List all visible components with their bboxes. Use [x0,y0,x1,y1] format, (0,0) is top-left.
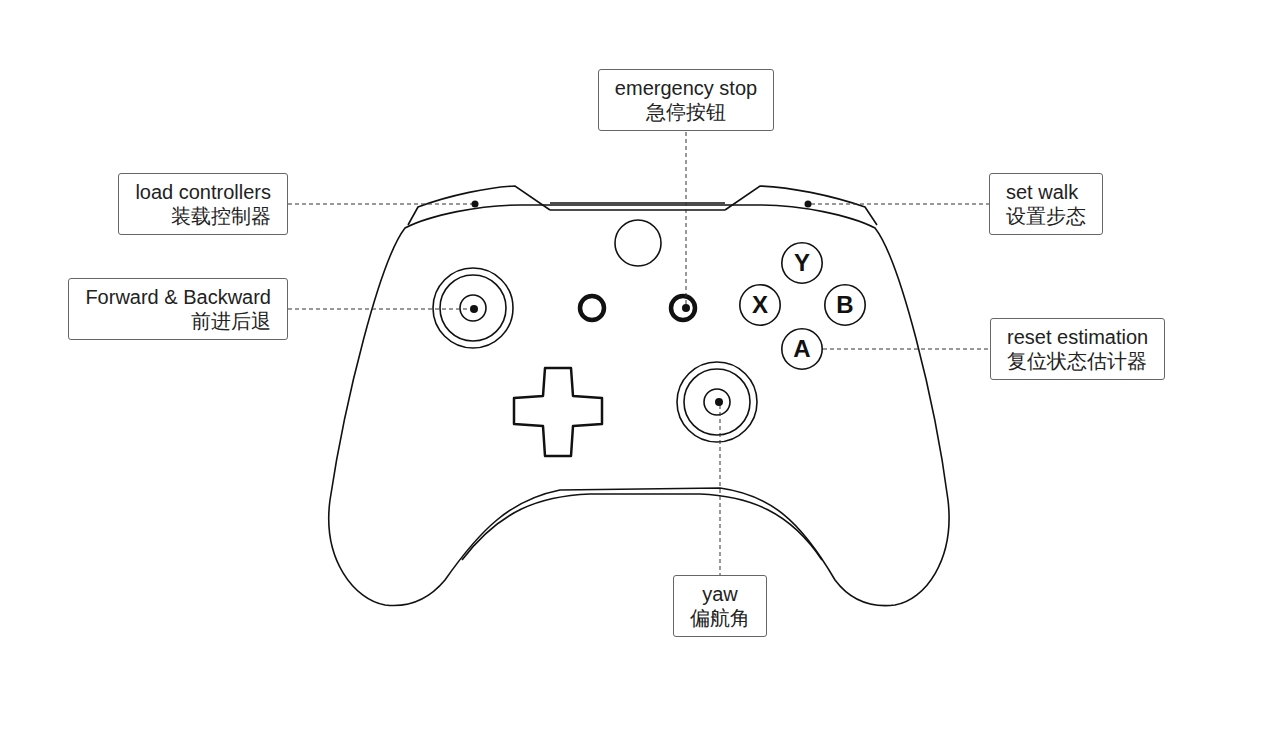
controller-body [329,205,949,606]
button-circle [740,285,780,325]
top-band [550,203,725,210]
label-english: Forward & Backward [85,285,271,309]
label-english: reset estimation [1007,325,1148,349]
leader-line [823,349,990,350]
leader-line [720,405,721,575]
right-stick-cap [704,389,730,415]
anchor-dot [715,398,723,406]
label-chinese: 装载控制器 [135,204,271,228]
face-button: B [824,284,866,326]
view-button [580,296,604,320]
button-letter: X [739,284,781,326]
right-stick-inner [684,369,750,435]
button-letter: A [781,328,823,370]
label-chinese: 前进后退 [85,309,271,333]
leader-line [811,204,989,205]
anchor-dot [805,201,812,208]
left-bumper [408,186,550,225]
label-english: yaw [690,582,750,606]
face-button: A [781,328,823,370]
callout-box: load controllers装载控制器 [118,173,288,235]
leader-line [686,132,687,304]
left-stick-cap [460,295,486,321]
grip-inner-curve [462,494,822,560]
button-circle [782,329,822,369]
callout-box: set walk设置步态 [989,173,1103,235]
label-english: load controllers [135,180,271,204]
label-english: emergency stop [615,76,757,100]
home-button [615,220,661,266]
button-letter: B [824,284,866,326]
left-stick-inner [440,275,506,341]
callout-box: yaw偏航角 [673,575,767,637]
button-letter: Y [781,242,823,284]
button-circle [782,243,822,283]
leader-line [288,309,470,310]
right-bumper [725,186,877,225]
anchor-dot [470,305,478,313]
button-circle [825,285,865,325]
label-chinese: 急停按钮 [615,100,757,124]
callout-box: emergency stop急停按钮 [598,69,774,131]
callout-box: Forward & Backward前进后退 [68,278,288,340]
label-chinese: 复位状态估计器 [1007,349,1148,373]
callout-box: reset estimation复位状态估计器 [990,318,1165,380]
label-chinese: 偏航角 [690,606,750,630]
anchor-dot [472,201,479,208]
left-stick-outer [433,268,513,348]
anchor-dot [682,304,690,312]
d-pad [514,368,602,456]
menu-button [671,296,695,320]
right-stick-outer [677,362,757,442]
label-english: set walk [1006,180,1086,204]
leader-line [288,204,472,205]
label-chinese: 设置步态 [1006,204,1086,228]
face-button: Y [781,242,823,284]
face-button: X [739,284,781,326]
